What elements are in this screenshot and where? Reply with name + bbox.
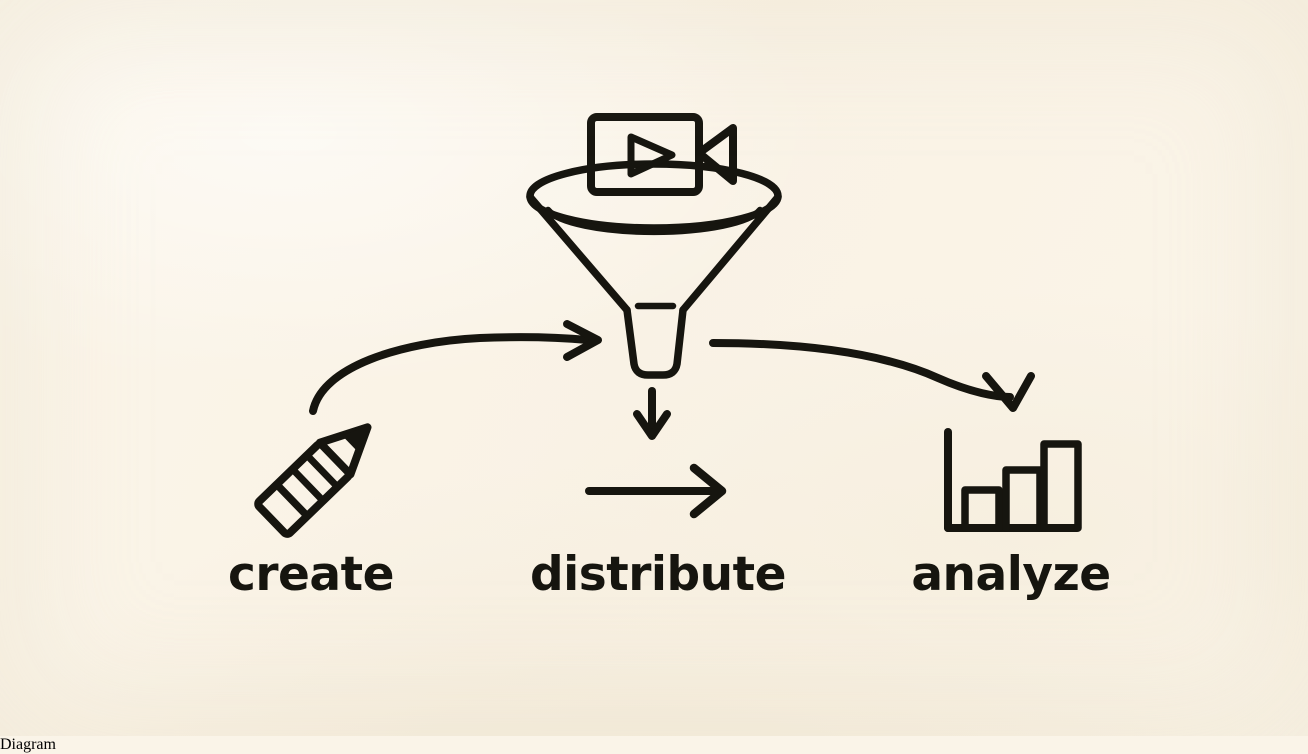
funnel-to-analyze-arrowhead: [982, 372, 1035, 412]
play-triangle-icon: [627, 133, 676, 178]
funnel-output-arrow: [633, 387, 671, 440]
chart-bar-3: [1040, 440, 1082, 532]
stage-label-analyze: analyze: [911, 547, 1111, 602]
distribute-to-analyze-arrow: [585, 463, 727, 519]
video-camera-body-icon: [587, 113, 703, 196]
pencil-stripe-icon: [303, 451, 341, 491]
pencil-ferrule-icon: [272, 480, 312, 520]
funnel-cone-left-icon: [526, 193, 631, 314]
pencil-point-icon: [341, 425, 369, 453]
stage-label-create: create: [228, 547, 394, 602]
funnel-inner-rim-icon: [544, 206, 764, 236]
funnel-to-analyze-arrow-shaft: [709, 339, 1014, 401]
create-to-funnel-arrow-shaft: [309, 333, 592, 415]
create-to-funnel-arrowhead: [563, 320, 602, 361]
funnel-cone-right-icon: [679, 193, 782, 314]
illustration-canvas: create distribute analyze: [0, 0, 1308, 736]
funnel-to-analyze-arrow: [709, 339, 1035, 412]
diagram-artwork: [254, 113, 1082, 538]
bar-chart-icon: [944, 428, 1082, 532]
funnel-output-arrowhead: [633, 410, 671, 440]
stage-label-distribute: distribute: [530, 547, 786, 602]
funnel-with-video-icon: [526, 113, 782, 379]
video-camera-lens-icon: [695, 124, 737, 185]
chart-bar-1: [961, 486, 1003, 532]
distribute-arrowhead: [689, 463, 727, 519]
chart-bar-2: [1002, 466, 1044, 532]
create-to-funnel-arrow: [309, 320, 602, 415]
pencil-stripe-icon: [289, 465, 327, 505]
pencil-barrel-icon: [254, 440, 353, 538]
pencil-icon: [254, 423, 372, 538]
funnel-spout-icon: [623, 306, 687, 379]
